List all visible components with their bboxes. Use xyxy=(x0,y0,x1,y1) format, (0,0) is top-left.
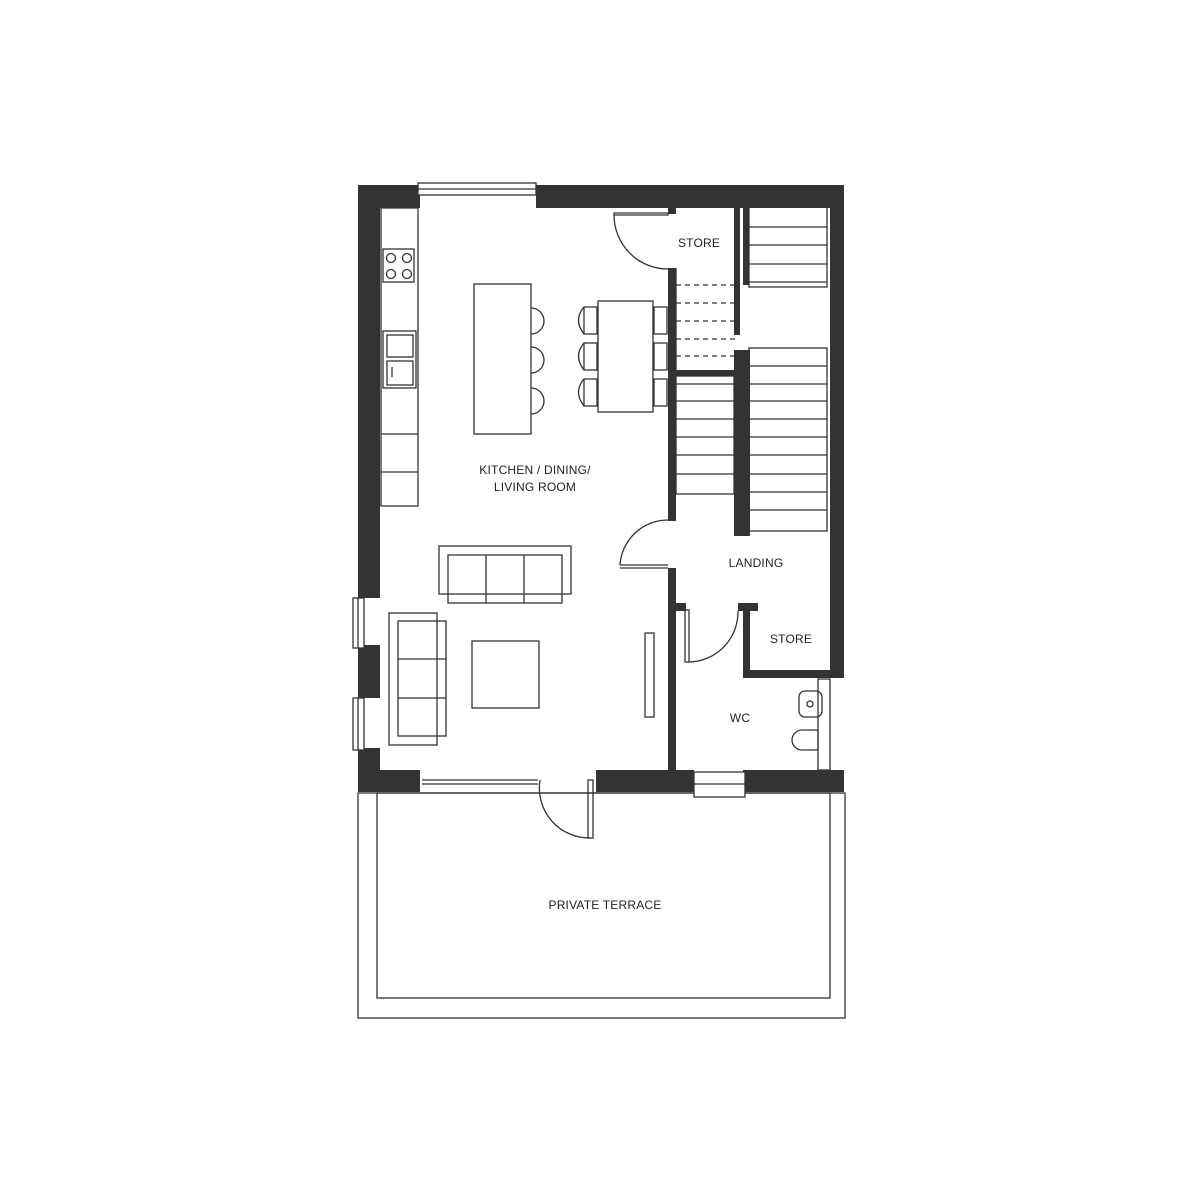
sofa-left xyxy=(388,612,447,746)
dining-table xyxy=(577,300,668,413)
stairs xyxy=(675,206,828,532)
room-label-wc: WC xyxy=(730,711,751,725)
terrace-outline xyxy=(357,792,846,1019)
exterior-walls xyxy=(358,185,844,792)
room-label-landing: LANDING xyxy=(729,556,784,570)
room-label-store-small: STORE xyxy=(770,632,812,646)
kitchen-island xyxy=(473,283,545,435)
toilet-icon xyxy=(791,729,819,751)
basin-icon xyxy=(798,678,831,771)
kitchen-counter xyxy=(380,207,419,507)
room-label-store-top: STORE xyxy=(678,236,720,250)
console-unit xyxy=(644,632,655,718)
room-label-terrace: PRIVATE TERRACE xyxy=(548,898,661,912)
interior-walls xyxy=(668,207,844,770)
room-label-kitchen-line1: KITCHEN / DINING/ xyxy=(479,463,591,477)
doors xyxy=(422,212,739,839)
coffee-table xyxy=(471,640,540,709)
sink-icon xyxy=(382,330,417,389)
sofa-top xyxy=(438,545,572,604)
room-label-kitchen-line2: LIVING ROOM xyxy=(494,480,576,494)
windows xyxy=(352,182,746,798)
hob-icon xyxy=(382,248,415,283)
